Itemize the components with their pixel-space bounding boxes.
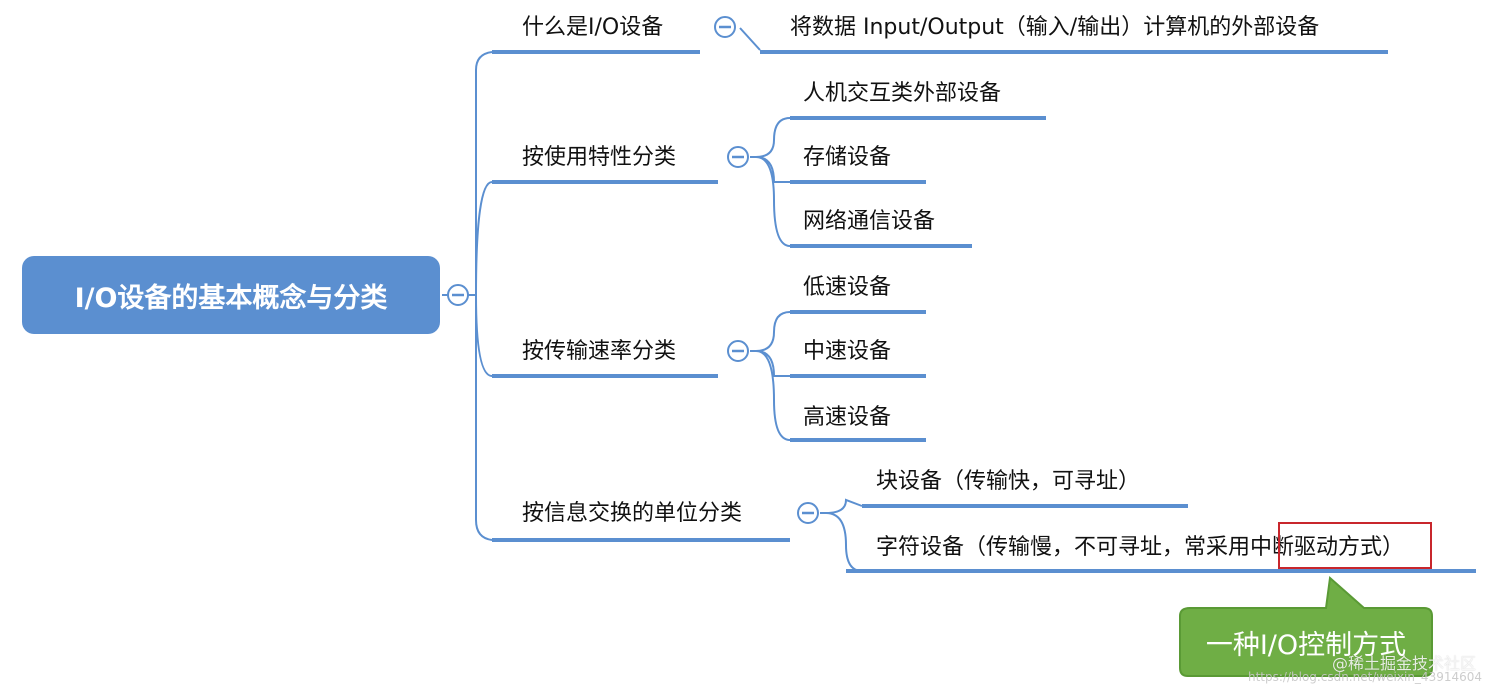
- connector-branch-3-children: [750, 311, 791, 441]
- branch-3-child-3[interactable]: 高速设备: [803, 405, 892, 430]
- connector-branch-4-children: [820, 498, 863, 572]
- branch-3-child-2[interactable]: 中速设备: [803, 339, 892, 364]
- branch-by-exchange-unit[interactable]: 按信息交换的单位分类: [522, 501, 743, 526]
- connector-root-spine: [466, 51, 493, 541]
- root-node-label: I/O设备的基本概念与分类: [74, 282, 388, 314]
- mindmap-root-node[interactable]: I/O设备的基本概念与分类: [22, 256, 440, 334]
- branch-4-child-1[interactable]: 块设备（传输快，可寻址）: [876, 469, 1141, 494]
- branch-what-is-io-device[interactable]: 什么是I/O设备: [522, 15, 664, 40]
- connector-branch-1-child: [739, 27, 761, 51]
- branch-2-child-1[interactable]: 人机交互类外部设备: [803, 81, 1002, 106]
- branch-2-child-3[interactable]: 网络通信设备: [803, 209, 936, 234]
- branch-3-child-1[interactable]: 低速设备: [803, 275, 892, 300]
- callout-bubble-shape: [1179, 576, 1433, 677]
- branch-by-usage[interactable]: 按使用特性分类: [522, 145, 677, 170]
- watermark-site: @稀土掘金技术社区: [1332, 654, 1477, 673]
- branch-1-child-1[interactable]: 将数据 Input/Output（输入/输出）计算机的外部设备: [790, 15, 1320, 40]
- connector-branch-2-children: [750, 117, 791, 247]
- branch-4-child-2[interactable]: 字符设备（传输慢，不可寻址，常采用中断驱动方式）: [876, 535, 1405, 560]
- branch-by-transfer-rate[interactable]: 按传输速率分类: [522, 339, 677, 364]
- watermark-url: https://blog.csdn.net/weixin_43914604: [1248, 670, 1483, 684]
- callout-label: 一种I/O控制方式: [1205, 629, 1407, 661]
- highlight-annotation-box: [1278, 522, 1432, 569]
- branch-2-child-2[interactable]: 存储设备: [803, 145, 892, 170]
